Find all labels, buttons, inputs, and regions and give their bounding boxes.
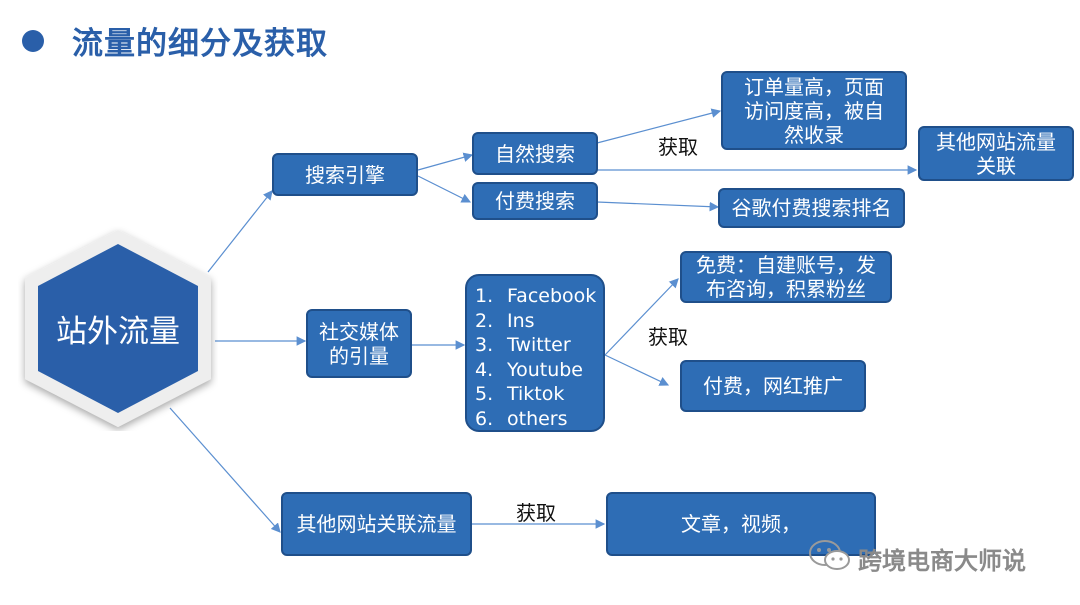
- list-item: 6.others: [475, 407, 568, 430]
- arrow-search-natural: [417, 152, 474, 171]
- arrow-natural-result: [596, 108, 722, 144]
- page-title: 流量的细分及获取: [72, 26, 328, 62]
- node-articles: 文章，视频，: [606, 492, 876, 556]
- node-other-sites: 其他网站关联流量: [281, 492, 472, 556]
- list-item: 2.Ins: [475, 309, 535, 332]
- acquire-label-social: 获取: [648, 325, 688, 349]
- acquire-label-other: 获取: [516, 501, 556, 525]
- list-item: 5.Tiktok: [475, 383, 565, 405]
- node-paid-influencer: 付费，网红推广: [680, 360, 866, 412]
- arrow-search-paid: [417, 175, 472, 203]
- node-google-paid: 谷歌付费搜索排名: [718, 188, 905, 228]
- node-other-sites-link: 其他网站流量 关联: [918, 126, 1074, 181]
- hexagon-shape: [25, 230, 211, 427]
- wechat-icon: [809, 540, 850, 570]
- center-node: 站外流量: [18, 226, 218, 431]
- node-natural-result: 订单量高，页面 访问度高，被自 然收录: [721, 71, 907, 150]
- node-natural-search: 自然搜索: [472, 132, 598, 175]
- list-item: 4.Youtube: [475, 358, 583, 381]
- platform-list: 1.Facebook 2.Ins 3.Twitter 4.Youtube 5.T…: [465, 274, 605, 432]
- list-item: 1.Facebook: [475, 285, 597, 307]
- center-label: 站外流量: [56, 314, 180, 350]
- node-free: 免费：自建账号，发 布咨询，积累粉丝: [680, 251, 892, 303]
- arrow-paid-google: [596, 201, 720, 212]
- node-search-engine: 搜索引擎: [272, 153, 418, 196]
- arrow-list-paid: [604, 354, 670, 386]
- watermark-text: 跨境电商大师说: [858, 547, 1026, 575]
- node-social-media: 社交媒体 的引量: [306, 309, 412, 378]
- acquire-label-search: 获取: [658, 135, 698, 159]
- arrow-list-free: [604, 278, 679, 356]
- arrow-center-other: [169, 407, 281, 533]
- title-bullet: [22, 30, 44, 52]
- arrow-center-search: [207, 190, 273, 273]
- node-paid-search: 付费搜索: [472, 182, 598, 220]
- list-item: 3.Twitter: [475, 334, 571, 356]
